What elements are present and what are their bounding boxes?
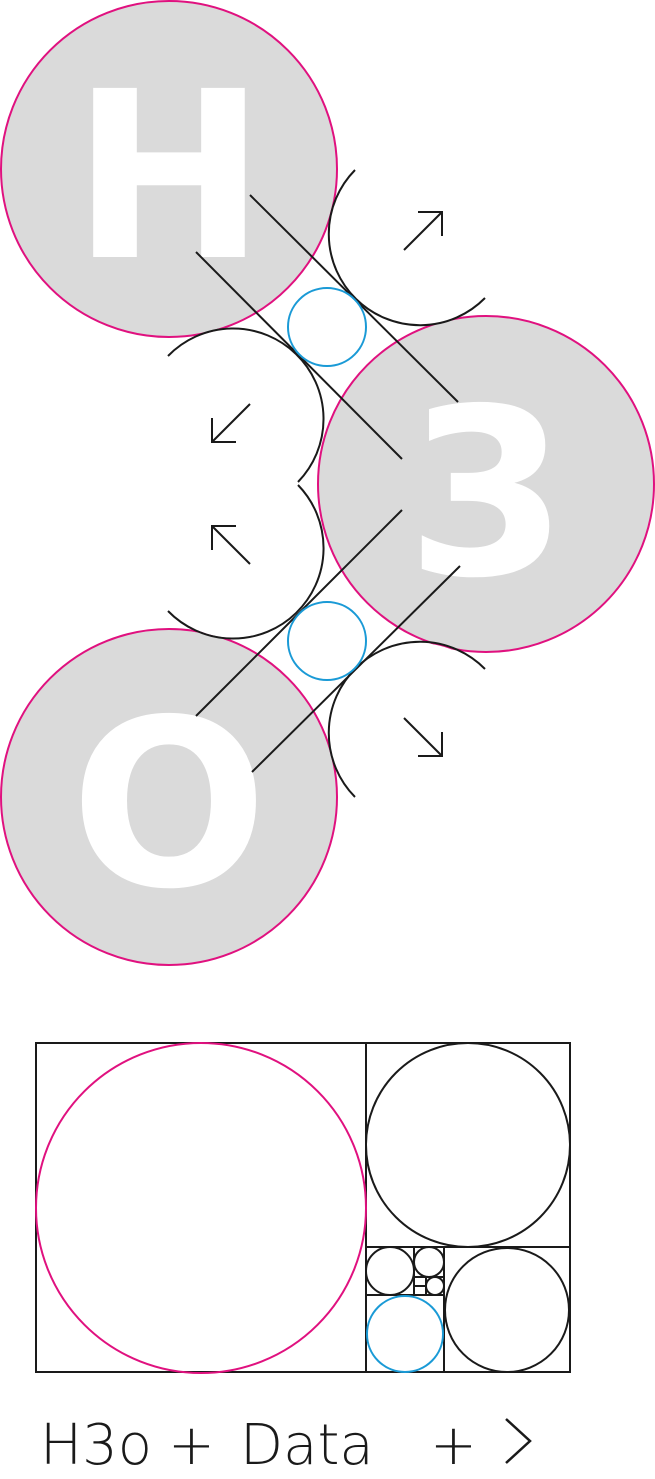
atom-circles: [0, 0, 655, 966]
tagline-plus-2: +: [430, 1413, 477, 1478]
arc-middle-left-lower: [167, 484, 325, 640]
grid-circle-right-bottom: [444, 1247, 570, 1373]
atom-o-circle: [0, 628, 338, 966]
grid-circle-micro: [425, 1276, 445, 1296]
grid-circle-right-top: [365, 1042, 571, 1248]
bond-circles: [287, 287, 367, 681]
atom-h-letter: H: [72, 42, 266, 312]
atom-o-letter: O: [70, 670, 267, 940]
grid-circle-small: [365, 1246, 415, 1296]
grid-outer-frame: [35, 1042, 571, 1373]
tagline-plus-1: +: [168, 1413, 215, 1478]
atom-3-letter: 3: [406, 359, 567, 629]
direction-arrows: [211, 211, 443, 757]
grid-circle-large: [35, 1042, 367, 1374]
tagline-word-data: Data: [240, 1413, 374, 1478]
arrow-northwest-icon: [211, 525, 251, 565]
arrow-northeast-icon: [403, 211, 443, 251]
atom-letters: H 3 O: [70, 42, 567, 940]
bond-circle-lower: [287, 601, 367, 681]
bond-line-lower-b: [251, 565, 461, 773]
chevron-right-icon: [502, 1413, 542, 1479]
bond-circle-upper: [287, 287, 367, 367]
atom-h-circle: [0, 0, 338, 338]
arrow-southeast-icon: [403, 717, 443, 757]
golden-ratio-grid: [35, 1042, 571, 1374]
atom-3-circle: [317, 315, 655, 653]
grid-circle-highlight: [366, 1295, 444, 1373]
arc-middle-left-upper: [167, 327, 325, 483]
tagline: H3o + Data +: [40, 1414, 640, 1478]
grid-circle-tiny: [413, 1246, 445, 1278]
arrow-southwest-icon: [211, 403, 251, 443]
arc-upper-right: [327, 169, 486, 327]
tagline-word-h3o: H3o: [40, 1413, 152, 1478]
